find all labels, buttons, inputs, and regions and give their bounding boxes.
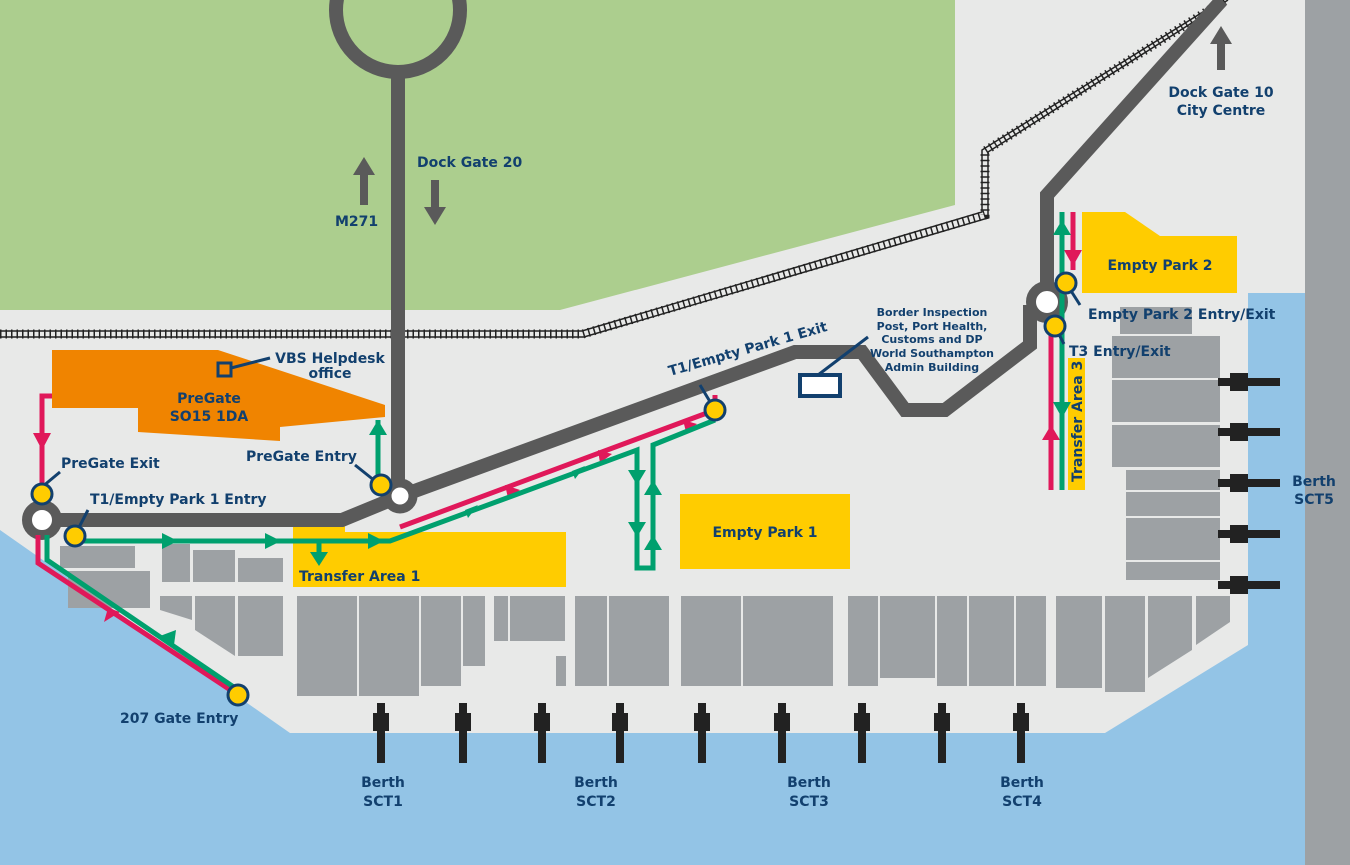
terminal-buildings — [60, 307, 1230, 696]
pregate-label: PreGate — [177, 391, 241, 407]
dock-gate-10-label: Dock Gate 10 — [1168, 85, 1273, 101]
pregate-postcode-label: SO15 1DA — [170, 409, 249, 425]
svg-text:Berth: Berth — [1292, 474, 1336, 490]
border-inspection-label: Border Inspection Post, Port Health, Cus… — [870, 306, 994, 374]
pregate-exit-gate — [30, 482, 54, 506]
roads — [22, 0, 1228, 540]
t1-ep1-exit-gate — [703, 398, 727, 422]
svg-text:Berth: Berth — [1000, 775, 1044, 791]
vbs-helpdesk-marker — [216, 361, 233, 378]
svg-text:Post, Port Health,: Post, Port Health, — [877, 320, 988, 333]
ep2-entry-exit-label: Empty Park 2 Entry/Exit — [1088, 307, 1276, 323]
railway — [0, 0, 1229, 339]
dock-gate-20-label: Dock Gate 20 — [417, 155, 522, 171]
pregate-entry-gate — [369, 473, 393, 497]
ep2-entry-exit-gate — [1054, 271, 1078, 295]
water — [0, 293, 1305, 865]
t3-entry-exit-gate — [1043, 314, 1067, 338]
berth-labels: Berth SCT1 Berth SCT2 Berth SCT3 Berth S… — [361, 474, 1336, 810]
transfer-area-1-label: Transfer Area 1 — [299, 569, 420, 585]
svg-text:World Southampton: World Southampton — [870, 347, 994, 360]
svg-text:Admin Building: Admin Building — [885, 361, 979, 374]
svg-text:SCT1: SCT1 — [363, 794, 403, 810]
m271-label: M271 — [335, 214, 378, 230]
gate-207-entry-label: 207 Gate Entry — [120, 711, 238, 727]
transfer-area-3 — [1068, 358, 1085, 490]
svg-text:SCT2: SCT2 — [576, 794, 616, 810]
svg-text:Berth: Berth — [361, 775, 405, 791]
right-edge-strip — [1305, 0, 1350, 865]
svg-text:Berth: Berth — [574, 775, 618, 791]
empty-park-1 — [680, 494, 850, 569]
city-centre-label: City Centre — [1177, 103, 1266, 119]
berth-bollards — [373, 373, 1280, 763]
border-inspection-building — [798, 373, 842, 398]
empty-park-1-label: Empty Park 1 — [712, 525, 817, 541]
gate-markers — [30, 271, 1082, 707]
vbs-office-label: office — [308, 366, 351, 382]
svg-text:Customs and DP: Customs and DP — [881, 333, 982, 346]
svg-text:SCT3: SCT3 — [789, 794, 829, 810]
t1-ep1-entry-gate — [63, 524, 87, 548]
pregate-entry-label: PreGate Entry — [246, 449, 357, 465]
transfer-area-3-label: Transfer Area 3 — [1070, 361, 1086, 482]
green-park-area — [0, 0, 955, 310]
vbs-helpdesk-label: VBS Helpdesk — [275, 351, 385, 367]
empty-park-2-label: Empty Park 2 — [1107, 258, 1212, 274]
pregate-area — [52, 350, 385, 441]
pregate-exit-label: PreGate Exit — [61, 456, 160, 472]
entry-route — [44, 212, 1071, 693]
svg-text:SCT4: SCT4 — [1002, 794, 1042, 810]
svg-text:Berth: Berth — [787, 775, 831, 791]
svg-text:SCT5: SCT5 — [1294, 492, 1334, 508]
direction-arrows — [353, 26, 1232, 225]
gate-207-entry — [226, 683, 250, 707]
t3-entry-exit-label: T3 Entry/Exit — [1069, 344, 1171, 360]
svg-text:Border Inspection: Border Inspection — [877, 306, 988, 319]
t1-ep1-entry-label: T1/Empty Park 1 Entry — [90, 492, 267, 508]
empty-park-2 — [1082, 212, 1237, 293]
